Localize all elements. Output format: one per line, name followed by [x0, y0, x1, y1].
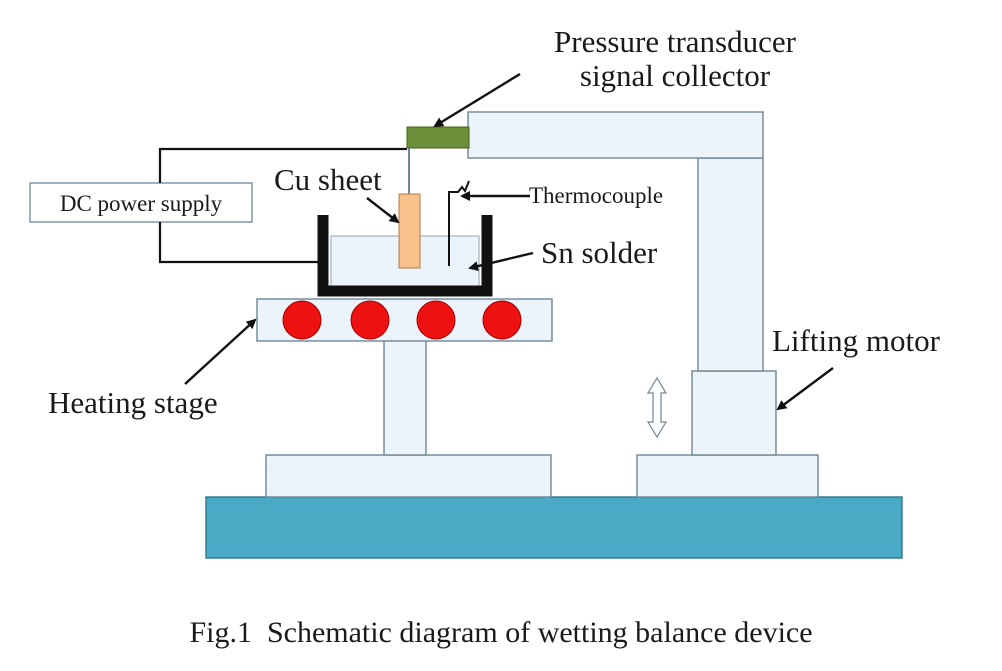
- heating-stage-column: [383, 339, 427, 456]
- left-pedestal-foot: [265, 454, 552, 498]
- lifting-motor-arrow: [776, 367, 834, 411]
- sn-solder-arrow: [468, 251, 534, 272]
- cu-sheet-arrow: [366, 197, 400, 224]
- heater-element: [282, 300, 322, 340]
- pressure-transducer-label-line2: signal collector: [580, 58, 771, 93]
- lifting-motor-label: Lifting motor: [772, 323, 941, 358]
- pressure-transducer: [406, 126, 470, 149]
- base-plate: [205, 496, 903, 559]
- dc-power-supply-label: DC power supply: [60, 191, 223, 216]
- sn-solder-label: Sn solder: [541, 235, 658, 270]
- power-wire-top: [158, 147, 407, 183]
- crucible: [317, 215, 493, 297]
- dc-power-supply-box: [29, 182, 253, 223]
- figure-caption: Fig.1 Schematic diagram of wetting balan…: [189, 616, 812, 649]
- lifting-motor-body: [691, 370, 777, 456]
- right-pedestal-foot: [636, 454, 819, 498]
- heater-element: [350, 300, 390, 340]
- heater-element: [482, 300, 522, 340]
- heating-stage-arrow: [184, 318, 257, 385]
- power-wire-bottom: [158, 222, 318, 264]
- heating-stage-label: Heating stage: [48, 385, 218, 420]
- thermocouple-label: Thermocouple: [529, 183, 663, 208]
- vertical-arm: [697, 157, 764, 372]
- horizontal-arm: [467, 111, 764, 159]
- heater-element: [416, 300, 456, 340]
- pressure-transducer-label-line1: Pressure transducer: [554, 24, 797, 59]
- pressure-transducer-arrow: [433, 72, 521, 128]
- thermocouple-wire: [448, 180, 470, 266]
- cu-sheet: [398, 193, 421, 269]
- up-down-arrow-icon: [646, 376, 668, 439]
- cu-sheet-label: Cu sheet: [274, 162, 382, 197]
